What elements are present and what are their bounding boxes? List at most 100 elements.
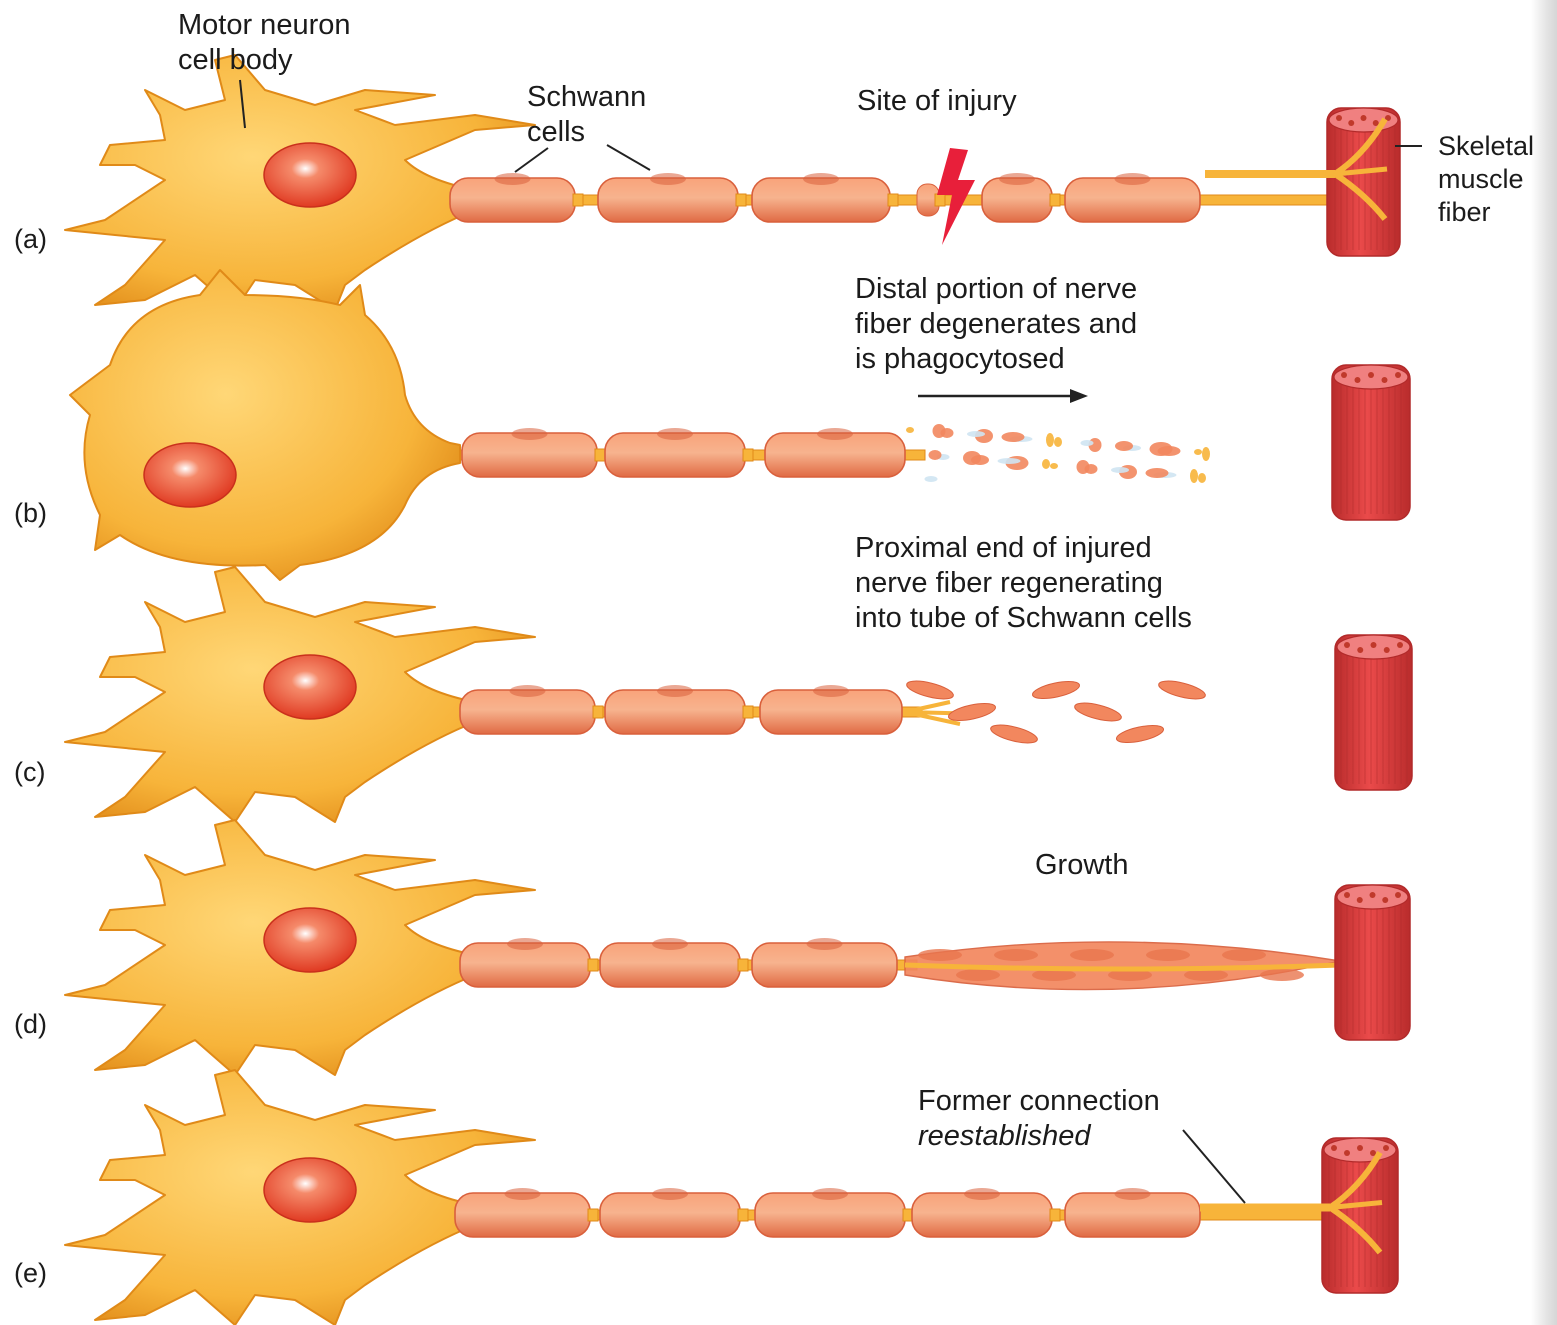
debris-fragment [1198,473,1206,483]
myofibril [1344,1150,1350,1156]
row-label-a: (a) [14,224,47,255]
debris-fragment [1146,468,1169,478]
nucleus [264,908,356,972]
debris-fragment [925,476,938,482]
debris-fragment [933,424,946,438]
label-site-of-injury: Site of injury [857,84,1017,119]
muscle-striations [1336,383,1406,514]
myofibril [1344,642,1350,648]
node-of-ranvier [743,706,753,718]
label-growth: Growth [1035,848,1128,883]
schwann-nucleus [803,173,839,185]
myofibril [1397,642,1403,648]
row-label-c: (c) [14,757,45,788]
myofibril [1355,377,1361,383]
schwann-nucleus [812,1188,848,1200]
label-motor-neuron-cell-body: Motor neuron cell body [178,8,351,78]
myofibril [1368,372,1374,378]
myofibril [1357,897,1363,903]
debris-fragment [1115,441,1133,451]
schwann-nucleus [505,1188,541,1200]
myofibril [1382,377,1388,383]
nucleus [144,443,236,507]
row-label-d: (d) [14,1009,47,1040]
row-label-e: (e) [14,1258,47,1289]
myofibril [1370,892,1376,898]
schwann-nucleus [657,428,693,440]
stage-row-b [70,270,1410,580]
myofibril [1383,1145,1389,1151]
debris-fragment [1077,460,1090,474]
node-of-ranvier [1050,1209,1060,1221]
myofibril [1341,372,1347,378]
debris-fragment [1111,467,1129,473]
myofibril [1382,897,1388,903]
debris-fragment [963,451,981,465]
stage-row-e [65,1070,1398,1325]
schwann-nucleus [813,685,849,697]
debris-fragment [1054,437,1062,447]
schwann-cell-proliferating [1146,949,1190,961]
myofibril [1361,115,1367,121]
debris-fragment [1050,463,1058,469]
schwann-nucleus [999,173,1035,185]
schwann-nucleus [650,173,686,185]
debris-fragment [1046,433,1054,447]
schwann-nucleus [657,685,693,697]
debris-fragment [1202,447,1210,461]
debris-fragment [1081,440,1094,446]
node-of-ranvier [595,449,605,461]
stage-row-d [65,820,1410,1075]
schwann-cell-proliferating [947,700,997,724]
schwann-nucleus [652,1188,688,1200]
schwann-nucleus [507,938,543,950]
myofibril [1357,647,1363,653]
debris-fragment [1002,432,1025,442]
node-of-ranvier [736,194,746,206]
stage-row-c [65,567,1412,822]
node-of-ranvier [1050,194,1060,206]
schwann-nucleus [495,173,531,185]
myofibril [1357,1145,1363,1151]
debris-fragment [1194,449,1202,455]
schwann-nucleus [652,938,688,950]
muscle-striations [1339,903,1406,1034]
schwann-cell-proliferating [1115,722,1165,746]
schwann-nucleus [510,685,546,697]
schwann-cell-proliferating [905,677,955,702]
stage-row-a [65,55,1400,310]
myofibril [1371,642,1377,648]
node-of-ranvier [588,1209,598,1221]
label-schwann-cells: Schwann cells [527,80,646,150]
myofibril [1395,892,1401,898]
nucleus [264,1158,356,1222]
label-distal-portion: Distal portion of nerve fiber degenerate… [855,272,1137,377]
schwann-cell-proliferating [956,969,1000,981]
schwann-nucleus [817,428,853,440]
schwann-cell-proliferating [918,949,962,961]
schwann-cell-proliferating [1031,678,1081,702]
schwann-cell-proliferating [1070,949,1114,961]
node-of-ranvier [935,194,945,206]
schwann-cell-proliferating [994,949,1038,961]
debris-fragment [967,431,985,437]
schwann-cell-proliferating [1073,699,1123,724]
node-of-ranvier [743,449,753,461]
myofibril [1395,372,1401,378]
myofibril [1336,115,1342,121]
row-label-b: (b) [14,498,47,529]
myofibril [1348,120,1354,126]
muscle-striations [1326,1156,1394,1287]
node-of-ranvier [573,194,583,206]
node-of-ranvier [588,959,598,971]
node-of-ranvier [593,706,603,718]
degeneration-arrow [918,389,1088,403]
neuron-cell-body [70,270,460,580]
nucleus [264,143,356,207]
myofibril [1384,647,1390,653]
schwann-cell-proliferating [1260,969,1304,981]
debris-fragment [906,427,914,433]
label-reestablished: reestablished [918,1119,1091,1154]
stage-rows [65,55,1412,1325]
